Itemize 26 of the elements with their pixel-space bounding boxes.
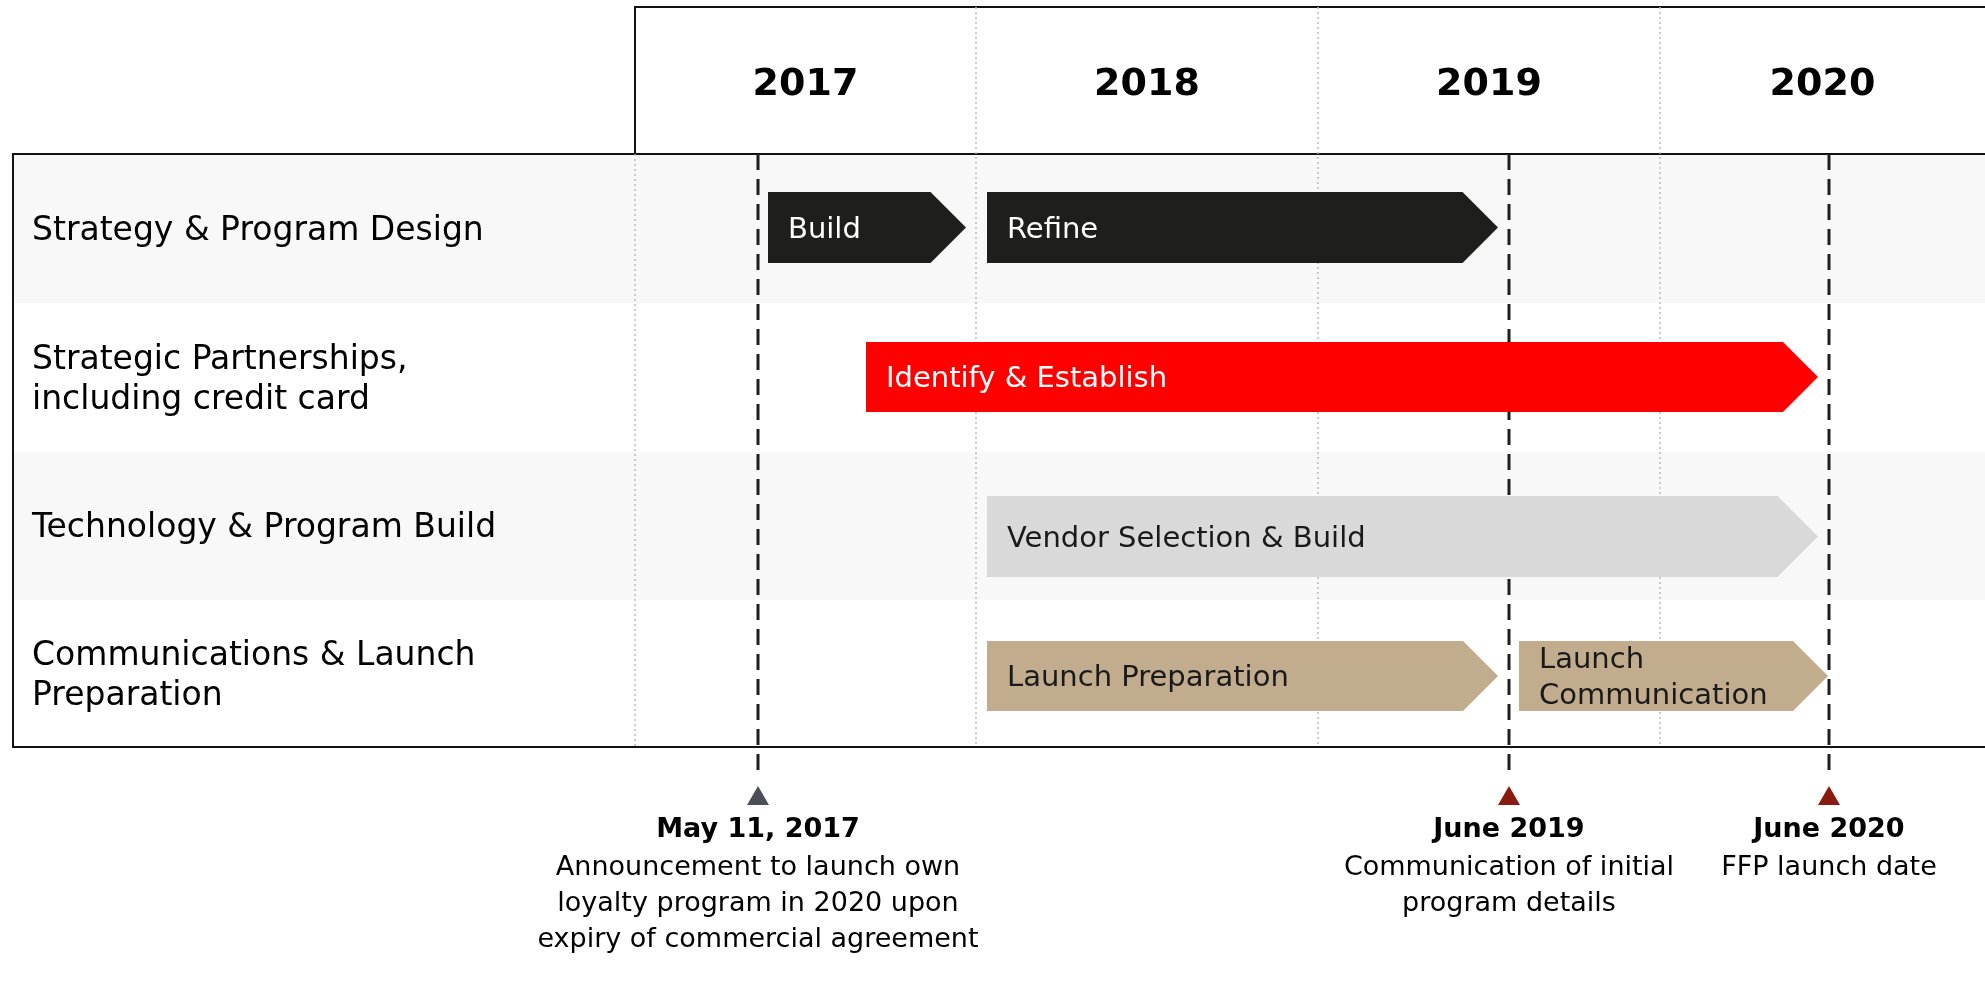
row-label: Strategic Partnerships, including credit card — [32, 337, 409, 418]
milestone-date: June 2020 — [1750, 812, 1906, 843]
year-label: 2017 — [751, 60, 860, 104]
year-label: 2018 — [1093, 60, 1201, 104]
chevron-bar — [987, 496, 1818, 577]
bar-label: Refine — [1007, 209, 1099, 246]
chevron-bar — [768, 192, 966, 263]
chevron-bar — [866, 342, 1818, 412]
milestone-description: Communication of initial program details — [1342, 849, 1676, 919]
milestone-date: May 11, 2017 — [655, 812, 861, 843]
bar-label: Build — [788, 209, 861, 246]
bar-label: Identify & Establish — [886, 359, 1168, 395]
milestone-date: June 2019 — [1430, 812, 1586, 843]
bar-label: Vendor Selection & Build — [1007, 518, 1366, 555]
year-label: 2020 — [1768, 60, 1877, 104]
milestone-description: FFP launch date — [1720, 849, 1938, 883]
row-label: Strategy & Program Design — [32, 208, 485, 249]
chevron-bar — [987, 641, 1498, 711]
row-label: Technology & Program Build — [32, 506, 498, 546]
bar-label: Launch Preparation — [1007, 658, 1289, 694]
row-label: Communications & Launch Preparation — [32, 633, 477, 714]
chevron-bar — [1519, 641, 1828, 711]
chevron-bar — [987, 192, 1498, 263]
milestone-description: Announcement to launch own loyalty program in 2020 upon expiry of commercial agreement — [536, 849, 980, 955]
year-label: 2019 — [1435, 60, 1543, 104]
bar-label: Launch Communication — [1539, 640, 1769, 712]
